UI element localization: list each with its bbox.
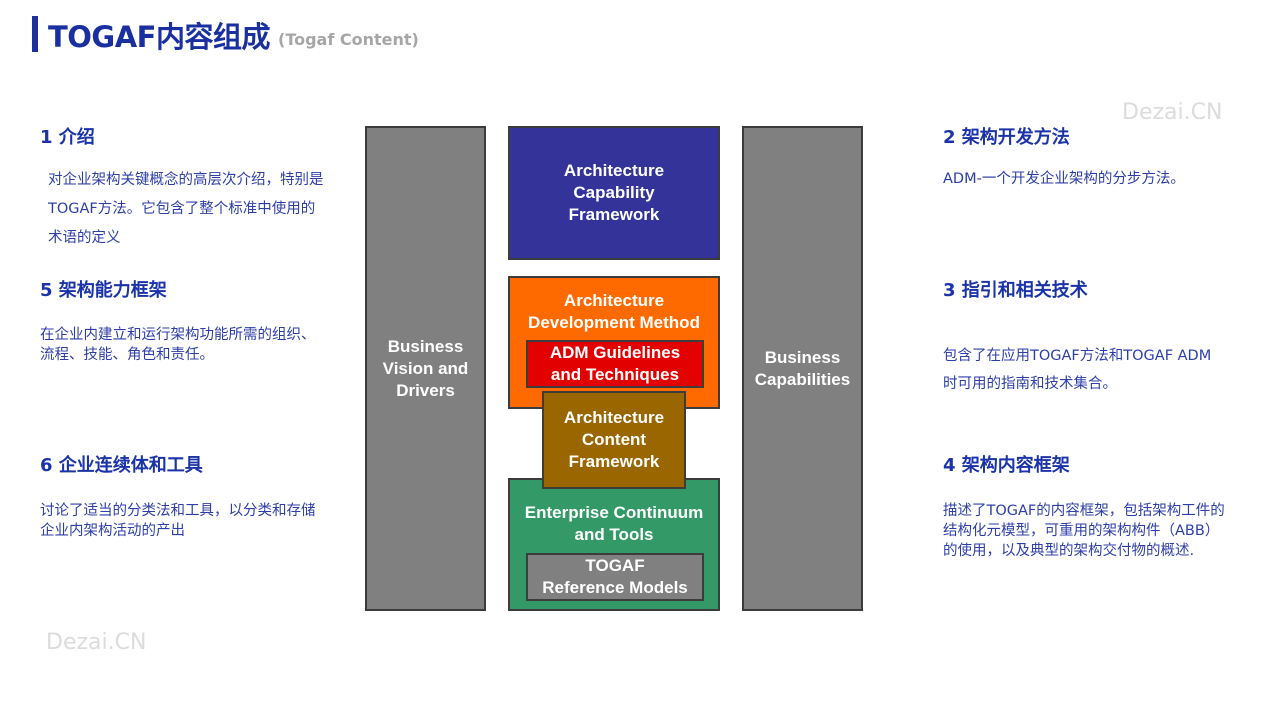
section-4-title: 4 架构内容框架 (943, 455, 1070, 476)
page-subtitle: (Togaf Content) (278, 30, 419, 49)
section-3-body: 包含了在应用TOGAF方法和TOGAF ADM时可用的指南和技术集合。 (943, 348, 1212, 392)
business-capabilities-pillar: Business Capabilities (742, 126, 863, 611)
section-5-body: 在企业内建立和运行架构功能所需的组织、流程、技能、角色和责任。 (40, 327, 316, 363)
watermark: Dezai.CN (1122, 100, 1223, 125)
enterprise-continuum-label: Enterprise Continuum and Tools (524, 503, 704, 544)
reference-models-block: TOGAF Reference Models (526, 553, 704, 601)
section-1-title: 1 介绍 (40, 127, 95, 148)
section-2-title: 2 架构开发方法 (943, 127, 1070, 148)
section-6-body: 讨论了适当的分类法和工具，以分类和存储企业内架构活动的产出 (40, 503, 316, 539)
section-3-title: 3 指引和相关技术 (943, 280, 1088, 301)
watermark: Dezai.CN (46, 630, 147, 655)
enterprise-continuum-block: Enterprise Continuum and Tools TOGAF Ref… (508, 478, 720, 611)
section-1-body: 对企业架构关键概念的高层次介绍，特别是TOGAF方法。它包含了整个标准中使用的术… (48, 172, 324, 246)
capability-framework-block: Architecture Capability Framework (508, 126, 720, 260)
adm-guidelines-block: ADM Guidelines and Techniques (526, 340, 704, 388)
section-4-body: 描述了TOGAF的内容框架，包括架构工件的结构化元模型，可重用的架构构件（ABB… (943, 503, 1225, 559)
adm-block: Architecture Development Method ADM Guid… (508, 276, 720, 409)
business-vision-pillar: Business Vision and Drivers (365, 126, 486, 611)
adm-label: Architecture Development Method (528, 291, 700, 332)
section-2-body: ADM-一个开发企业架构的分步方法。 (943, 171, 1185, 187)
section-5-title: 5 架构能力框架 (40, 280, 167, 301)
section-6-title: 6 企业连续体和工具 (40, 455, 203, 476)
content-framework-block: Architecture Content Framework (542, 391, 686, 489)
title-accent-bar (32, 16, 38, 52)
page-title: TOGAF内容组成 (48, 20, 271, 54)
